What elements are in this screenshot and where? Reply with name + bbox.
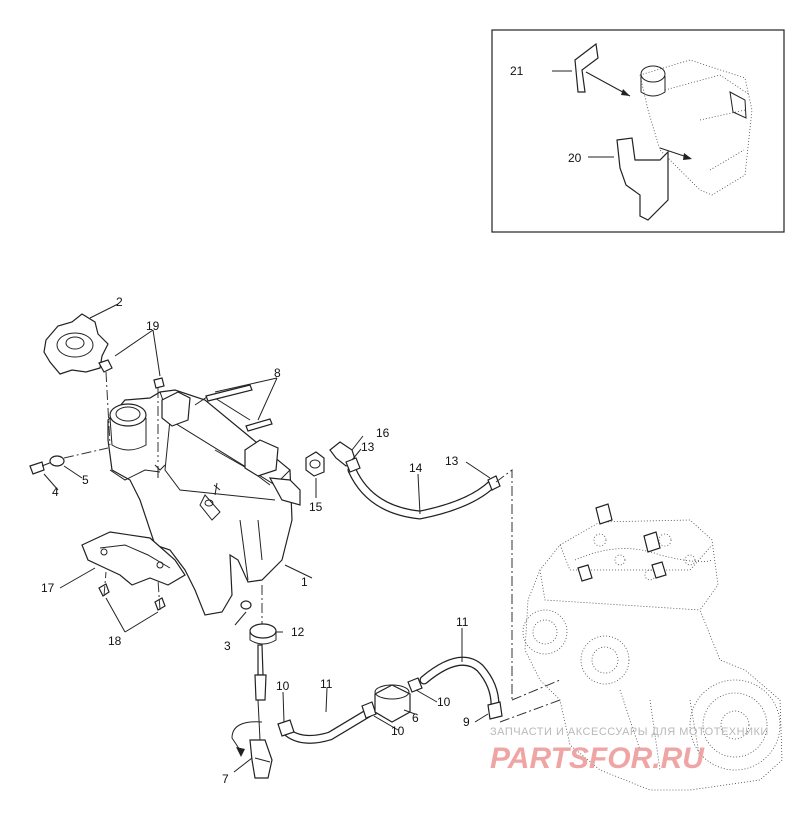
callout-10c: 10 (391, 724, 405, 738)
drain-assembly (231, 623, 277, 779)
clamp-10c (407, 677, 423, 693)
clamp-9 (487, 701, 503, 720)
inset-reservoir (639, 59, 753, 196)
engine-outline (522, 503, 783, 791)
callout-10a: 10 (276, 679, 290, 693)
top-bracket (161, 391, 191, 427)
callout-19: 19 (146, 319, 160, 333)
callout-1: 1 (301, 575, 308, 589)
reservoir-body (107, 389, 293, 616)
plate-20 (616, 137, 669, 221)
callout-11a: 11 (320, 677, 333, 691)
washer-5 (49, 455, 65, 467)
coolant-reservoir (81, 389, 301, 616)
callout-8: 8 (274, 366, 281, 380)
callout-16: 16 (376, 426, 390, 440)
nut-19b (153, 377, 165, 389)
clamp-10b (361, 701, 377, 719)
side-bracket (244, 439, 279, 477)
hose-nipple-bracket (268, 477, 301, 506)
cap-2 (43, 313, 109, 375)
callout-5: 5 (82, 473, 89, 487)
inset-frame (491, 29, 785, 233)
watermark-logo: PARTSFOR.RU (490, 742, 705, 775)
strip-8b (245, 418, 273, 432)
decal-21 (574, 42, 599, 93)
callout-labels: 1 2 3 4 5 6 7 8 9 10 10 10 11 11 12 13 1… (41, 295, 470, 786)
callout-21: 21 (510, 64, 524, 78)
strip-8a (205, 384, 253, 402)
callout-6: 6 (412, 711, 419, 725)
callout-17: 17 (41, 581, 55, 595)
inset-detail: 21 20 (491, 29, 785, 233)
lower-hoses (277, 656, 561, 744)
callout-4: 4 (52, 485, 59, 499)
callout-2: 2 (116, 295, 123, 309)
callout-12: 12 (291, 625, 305, 639)
clamp-10a (277, 719, 295, 737)
filter-6 (374, 684, 411, 723)
clamp-13b (487, 475, 501, 491)
callout-20: 20 (568, 151, 582, 165)
bolt-4 (29, 461, 45, 475)
nut-3 (240, 600, 252, 610)
grommet-12 (249, 623, 277, 639)
callout-15: 15 (309, 500, 323, 514)
callout-11b: 11 (456, 615, 469, 629)
callout-13b: 13 (445, 454, 459, 468)
callout-10b: 10 (437, 695, 451, 709)
grommet-15 (305, 451, 325, 477)
callout-18: 18 (108, 634, 122, 648)
reservoir-cap (43, 313, 109, 375)
leader-lines (43, 303, 491, 773)
drain-fitting-7 (249, 739, 273, 779)
nut-19a (98, 359, 113, 373)
callout-14: 14 (409, 461, 423, 475)
callout-13a: 13 (361, 440, 375, 454)
watermark-tagline: ЗАПЧАСТИ И АКСЕССУАРЫ ДЛЯ МОТОТЕХНИКИ (490, 726, 769, 738)
callout-3: 3 (224, 639, 231, 653)
callout-9: 9 (463, 715, 470, 729)
heat-shield-17 (81, 531, 186, 586)
fasteners (29, 359, 263, 625)
callout-7: 7 (222, 772, 229, 786)
damper-strips-8 (205, 384, 273, 432)
watermark: ЗАПЧАСТИ И АКСЕССУАРЫ ДЛЯ МОТОТЕХНИКИ PA… (490, 726, 769, 775)
vent-hose-14 (305, 441, 561, 701)
